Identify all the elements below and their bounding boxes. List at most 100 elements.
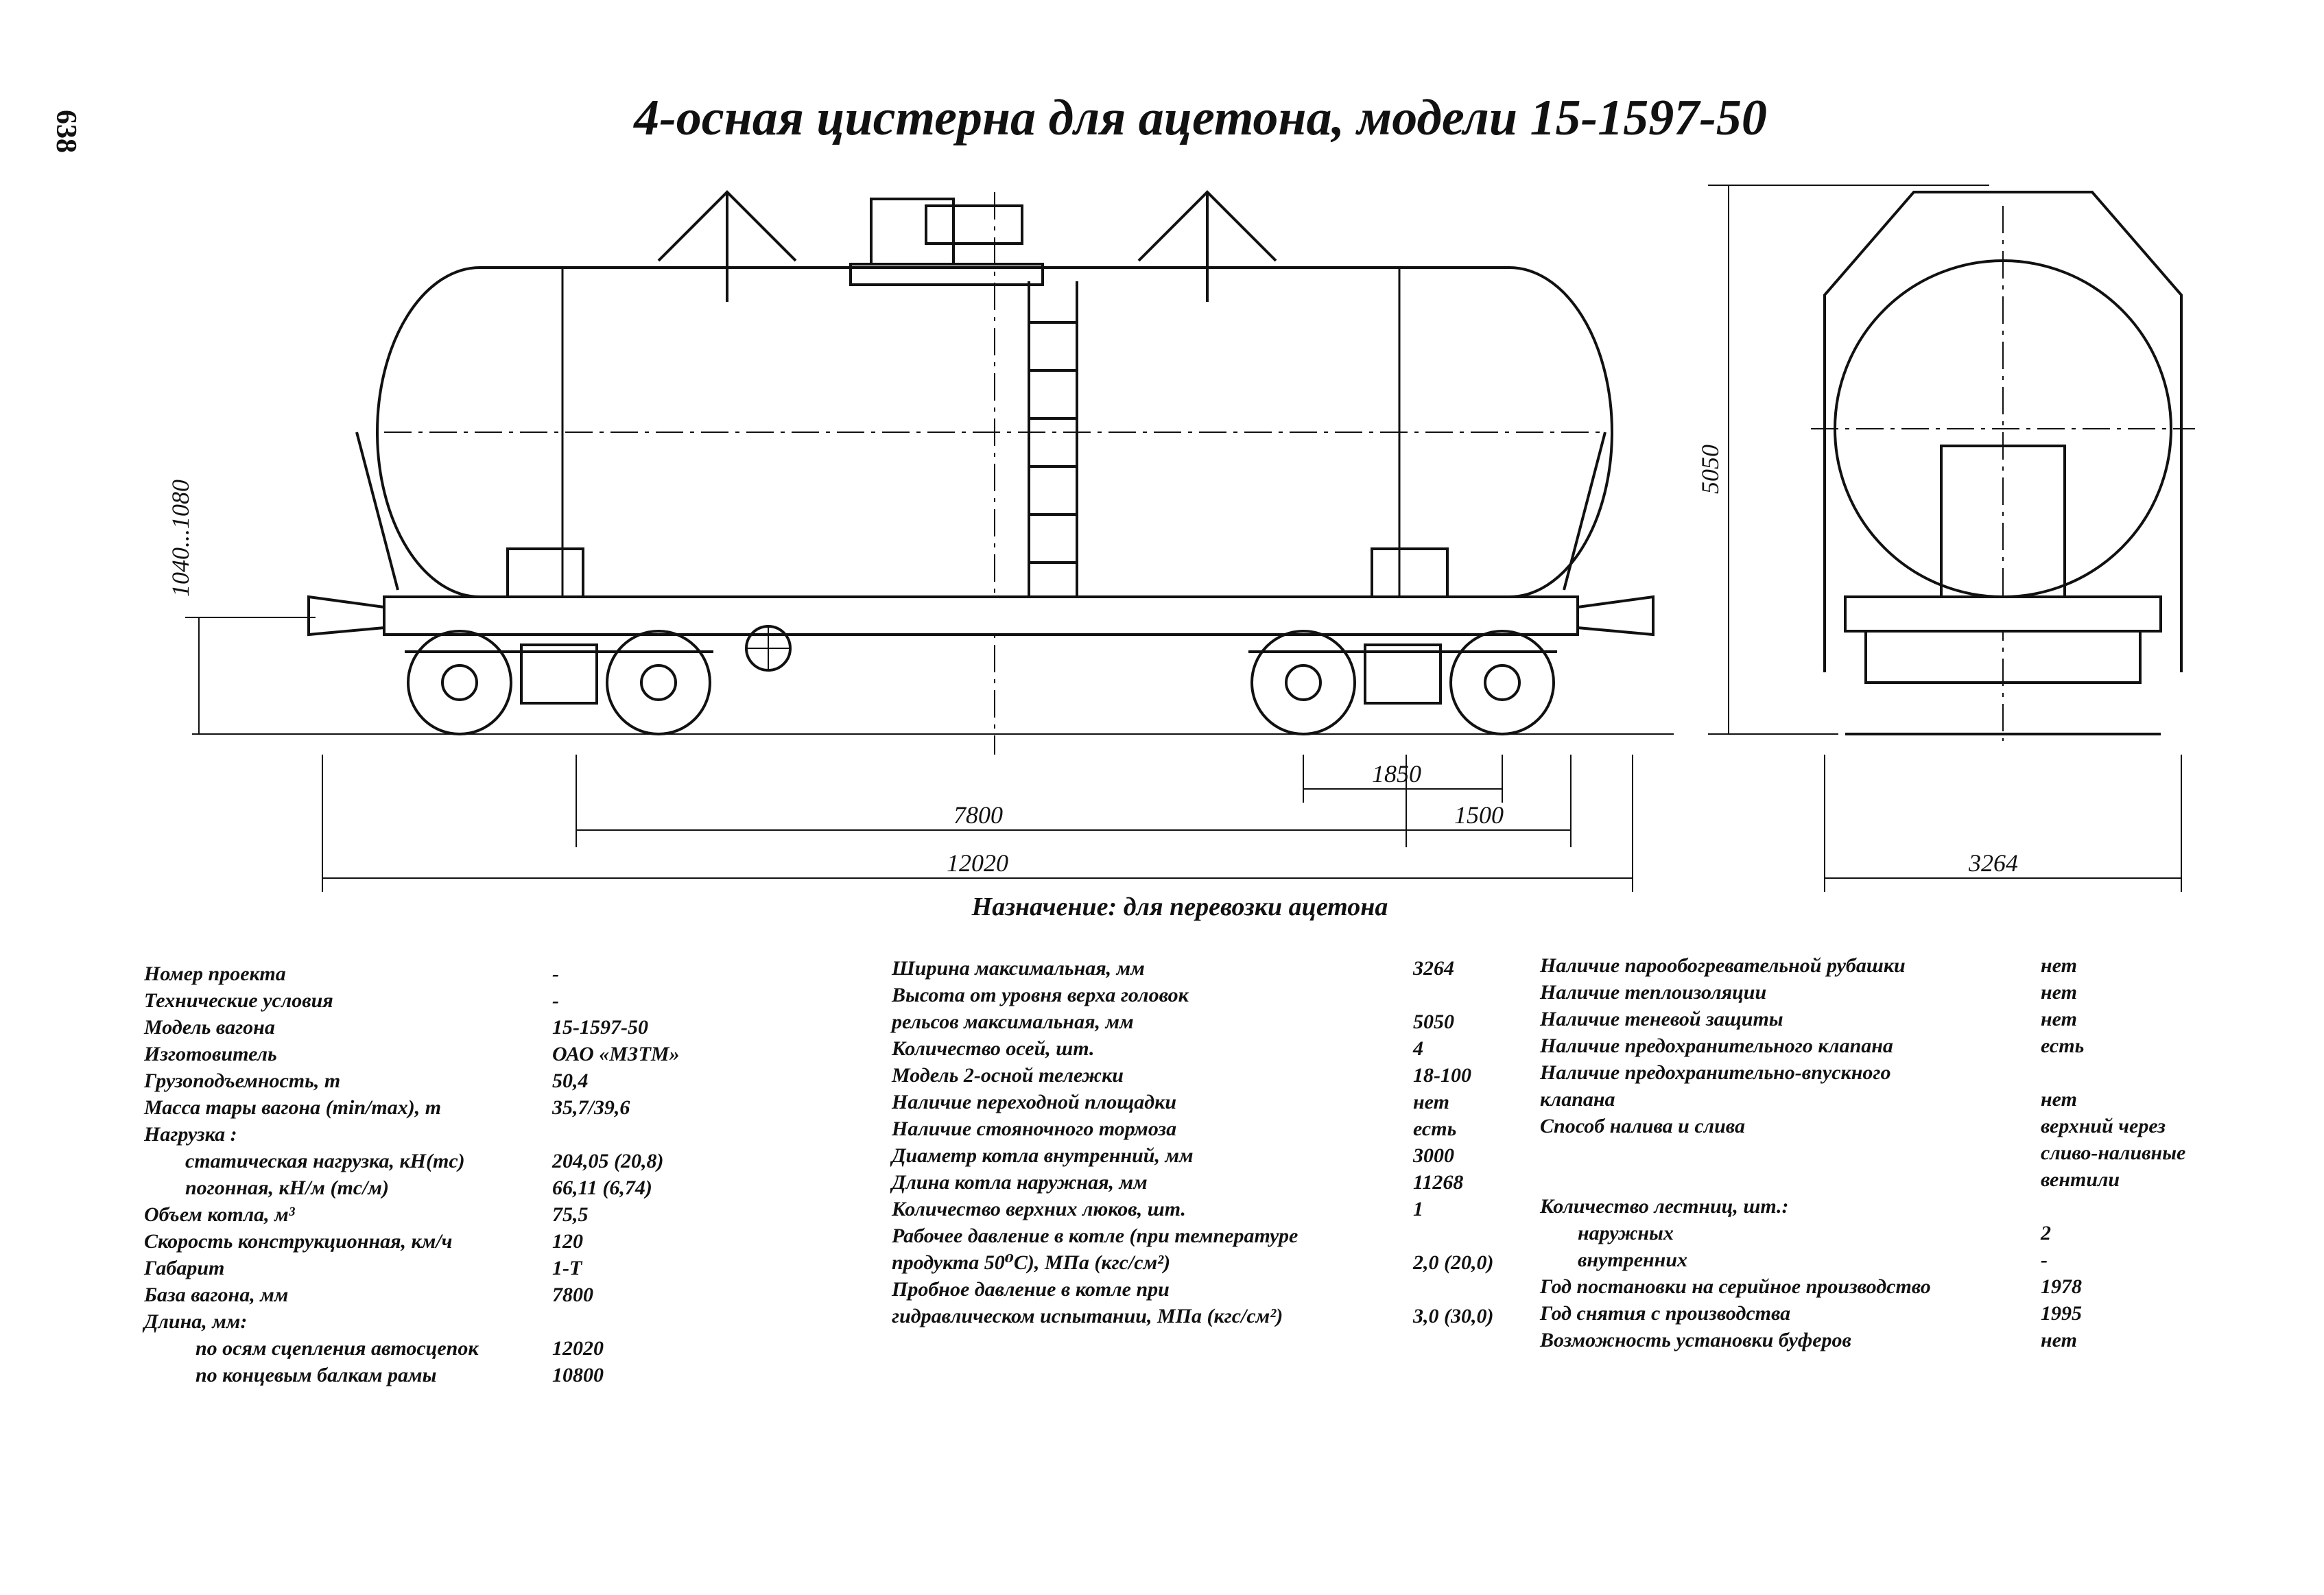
dim-overhang: 1500 [1454, 801, 1504, 829]
spec-value: вентили [2041, 1168, 2120, 1191]
end-view [1708, 185, 2195, 892]
spec-row: Номер проекта- [144, 960, 830, 987]
spec-row: вентили [1540, 1166, 2281, 1193]
dim-bogie-base: 1850 [1372, 760, 1421, 788]
spec-label: Наличие переходной площадки [892, 1091, 1177, 1113]
spec-label: Габарит [144, 1257, 225, 1279]
spec-row: погонная, кН/м (тс/м)66,11 (6,74) [144, 1174, 830, 1201]
spec-label: Количество осей, шт. [892, 1037, 1095, 1060]
spec-row: Длина, мм: [144, 1308, 830, 1335]
spec-value: сливо-наливные [2041, 1142, 2186, 1164]
top-tripods [657, 190, 1277, 302]
spec-label: Номер проекта [144, 962, 286, 985]
spec-label: по осям сцепления автосцепок [195, 1337, 479, 1360]
spec-value: 75,5 [552, 1203, 589, 1226]
spec-label: Год снятия с производства [1540, 1302, 1791, 1325]
underframe [307, 432, 1655, 637]
spec-label: внутренних [1578, 1249, 1688, 1271]
spec-label: Модель 2-осной тележки [892, 1064, 1124, 1087]
spec-label: Изготовитель [144, 1043, 277, 1065]
spec-row: по осям сцепления автосцепок 12020 [144, 1335, 830, 1362]
spec-row: Технические условия - [144, 987, 830, 1014]
spec-row: Высота от уровня верха головок [892, 982, 1537, 1008]
spec-label: Модель вагона [144, 1016, 275, 1039]
brake-wheel [745, 625, 792, 672]
spec-value: нет [1413, 1091, 1449, 1113]
spec-label: Грузоподъемность, т [144, 1070, 341, 1092]
spec-label: Способ налива и слива [1540, 1115, 1745, 1137]
tank-body [376, 192, 1613, 755]
spec-row: Пробное давление в котле при [892, 1276, 1537, 1303]
spec-value: нет [2041, 954, 2077, 977]
spec-label: Наличие предохранительного клапана [1540, 1035, 1893, 1057]
spec-label: Технические условия [144, 989, 333, 1012]
spec-value: нет [2041, 1008, 2077, 1030]
spec-label: Наличие предохранительно-впускного [1540, 1061, 1891, 1084]
spec-value: 204,05 (20,8) [552, 1150, 664, 1172]
spec-label: Наличие теплоизоляции [1540, 981, 1767, 1004]
spec-column-1: Номер проекта-Технические условия-Модель… [144, 960, 830, 1389]
spec-label: статическая нагрузка, кН(тс) [185, 1150, 465, 1172]
spec-row: Нагрузка : [144, 1121, 830, 1148]
spec-label: продукта 50⁰С), МПа (кгс/см²) [892, 1251, 1171, 1274]
dim-car-base: 7800 [953, 801, 1003, 829]
page-title: 4-осная цистерна для ацетона, модели 15-… [634, 90, 1767, 146]
spec-label: Год постановки на серийное производство [1540, 1275, 1931, 1298]
spec-label: Высота от уровня верха головок [892, 984, 1189, 1006]
spec-label: гидравлическом испытании, МПа (кгс/см²) [892, 1305, 1283, 1327]
spec-label: по концевым балкам рамы [195, 1364, 437, 1386]
spec-value: 120 [552, 1230, 583, 1253]
spec-row: сливо-наливные [1540, 1139, 2281, 1166]
spec-value: 1978 [2041, 1275, 2082, 1298]
spec-value: 11268 [1413, 1171, 1464, 1194]
spec-label: Рабочее давление в котле (при температур… [892, 1225, 1299, 1247]
technical-drawing: 1040...1080 5050 1850 7800 1500 12020 32… [167, 185, 2195, 892]
spec-label: Наличие теневой защиты [1540, 1008, 1783, 1030]
spec-value: - [552, 989, 559, 1012]
spec-label: погонная, кН/м (тс/м) [185, 1177, 389, 1199]
ladder [1028, 281, 1078, 604]
purpose-line: Назначение: для перевозки ацетона [971, 893, 1388, 921]
spec-value: 18-100 [1413, 1064, 1471, 1087]
spec-row: Количество осей, шт.4 [892, 1035, 1537, 1062]
spec-label: Длина котла наружная, мм [892, 1171, 1148, 1194]
spec-value: 2,0 (20,0) [1413, 1251, 1494, 1274]
spec-value: 1995 [2041, 1302, 2082, 1325]
spec-label: Возможность установки буферов [1540, 1329, 1851, 1351]
spec-label: Диаметр котла внутренний, мм [892, 1144, 1194, 1167]
spec-row: Рабочее давление в котле (при температур… [892, 1222, 1537, 1249]
spec-row: продукта 50⁰С), МПа (кгс/см²) 2,0 (20,0) [892, 1249, 1537, 1276]
spec-value: 7800 [552, 1284, 593, 1306]
spec-row: статическая нагрузка, кН(тс) 204,05 (20,8… [144, 1148, 830, 1174]
spec-label: Длина, мм: [144, 1310, 248, 1333]
spec-value: 3264 [1413, 957, 1454, 980]
spec-value: 12020 [552, 1337, 604, 1360]
spec-row: Длина котла наружная, мм 11268 [892, 1169, 1537, 1196]
spec-value: 50,4 [552, 1070, 589, 1092]
spec-row: Объем котла, м³ 75,5 [144, 1201, 830, 1228]
spec-row: Грузоподъемность, т 50,4 [144, 1067, 830, 1094]
spec-row: Наличие предохранительно-впускного [1540, 1059, 2281, 1086]
spec-label: Количество лестниц, шт.: [1540, 1195, 1789, 1218]
spec-value: - [2041, 1249, 2048, 1271]
spec-value: 35,7/39,6 [552, 1096, 630, 1119]
spec-value: 2 [2041, 1222, 2051, 1244]
spec-label: рельсов максимальная, мм [892, 1011, 1134, 1033]
spec-row: Количество лестниц, шт.: [1540, 1193, 2281, 1220]
spec-label: Объем котла, м³ [144, 1203, 295, 1226]
